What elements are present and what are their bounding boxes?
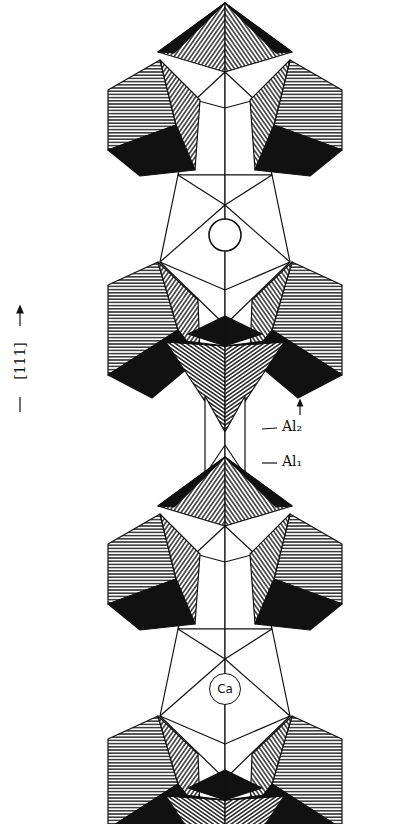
- site-label: Al₂: [282, 419, 302, 433]
- structure-period: [108, 3, 342, 505]
- axis-label: [111]: [13, 342, 27, 380]
- cage-circle: Ca: [209, 673, 241, 705]
- site-label: Al₁: [282, 454, 302, 468]
- leader-marks: [17, 306, 303, 463]
- atom-label: Ca: [217, 682, 233, 696]
- polyhedron-edge: [298, 400, 303, 406]
- polyhedron-edge: [19, 397, 20, 412]
- polyhedron-edge: [262, 428, 277, 429]
- polyhedron-edge: [17, 306, 23, 313]
- polyhedron-edge: [19, 312, 20, 326]
- structure-period: [108, 457, 342, 824]
- empty-cage-circle: [209, 219, 241, 251]
- polyhedron-edge: [262, 462, 277, 463]
